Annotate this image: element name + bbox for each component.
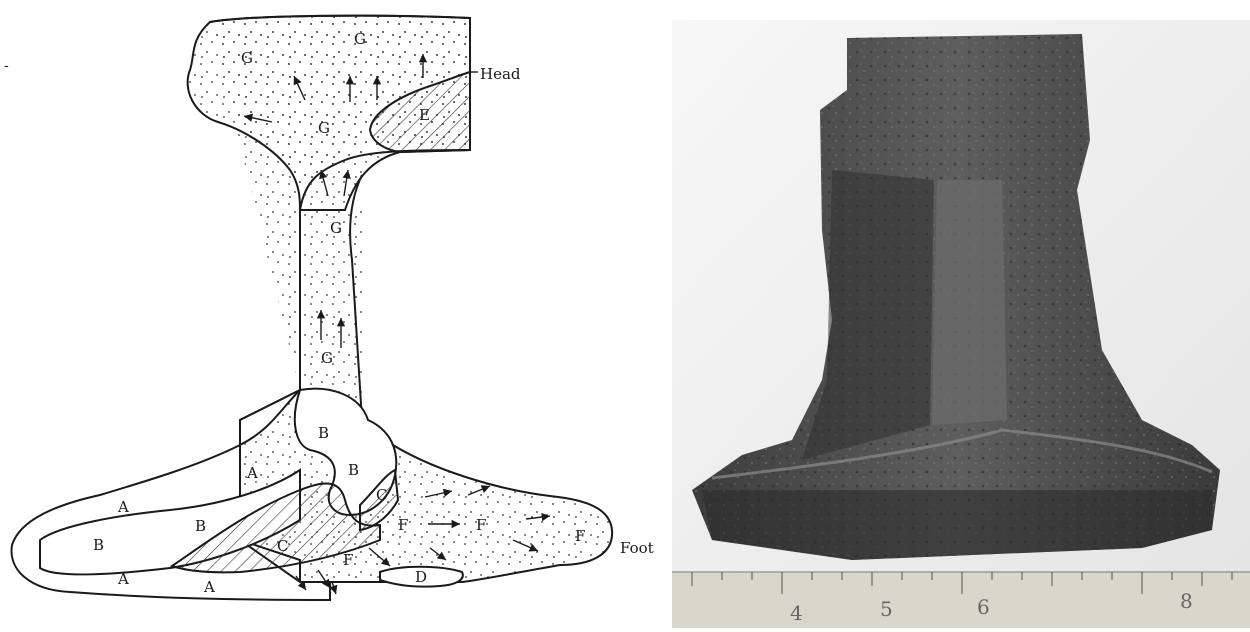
rail-photo-panel: 4 5 6 8 [672,20,1250,628]
zone-label: A [117,498,129,516]
zone-label: G [241,49,253,67]
zone-label: B [195,517,206,535]
zone-label: F [575,527,585,545]
ruler-number: 6 [977,595,990,619]
zone-label: B [348,461,359,479]
zone-label: G [330,219,342,237]
zone-label: A [246,464,258,482]
zone-label: G [321,349,333,367]
edge-mark: - [4,58,9,74]
foot-callout-label: Foot [620,539,654,557]
zone-label: D [415,568,427,586]
zone-label: A [203,578,215,596]
zone-label: G [318,119,330,137]
measuring-ruler: 4 5 6 8 [672,572,1250,628]
ruler-number: 8 [1180,589,1193,613]
web-core-highlight [932,180,1007,425]
zone-label: F [476,516,486,534]
zone-label: B [318,424,329,442]
head-callout-label: Head [480,65,521,83]
zone-label: F [343,551,353,569]
zone-label: C [376,486,387,504]
ruler-number: 4 [790,601,803,625]
rail-specimen-photo: 4 5 6 8 [672,20,1250,628]
outline-web [300,205,362,420]
zone-label: B [93,536,104,554]
ruler-number: 5 [880,597,893,621]
zone-label: C [277,537,288,555]
rail-diagram-panel: G G G G G E B B A A B B C C A A F F F F … [0,0,660,628]
rail-cross-section-diagram: G G G G G E B B A A B B C C A A F F F F … [0,0,660,628]
zone-label: E [419,106,430,124]
zone-label: G [354,30,366,48]
zone-label: F [398,516,408,534]
zone-label: A [117,570,129,588]
